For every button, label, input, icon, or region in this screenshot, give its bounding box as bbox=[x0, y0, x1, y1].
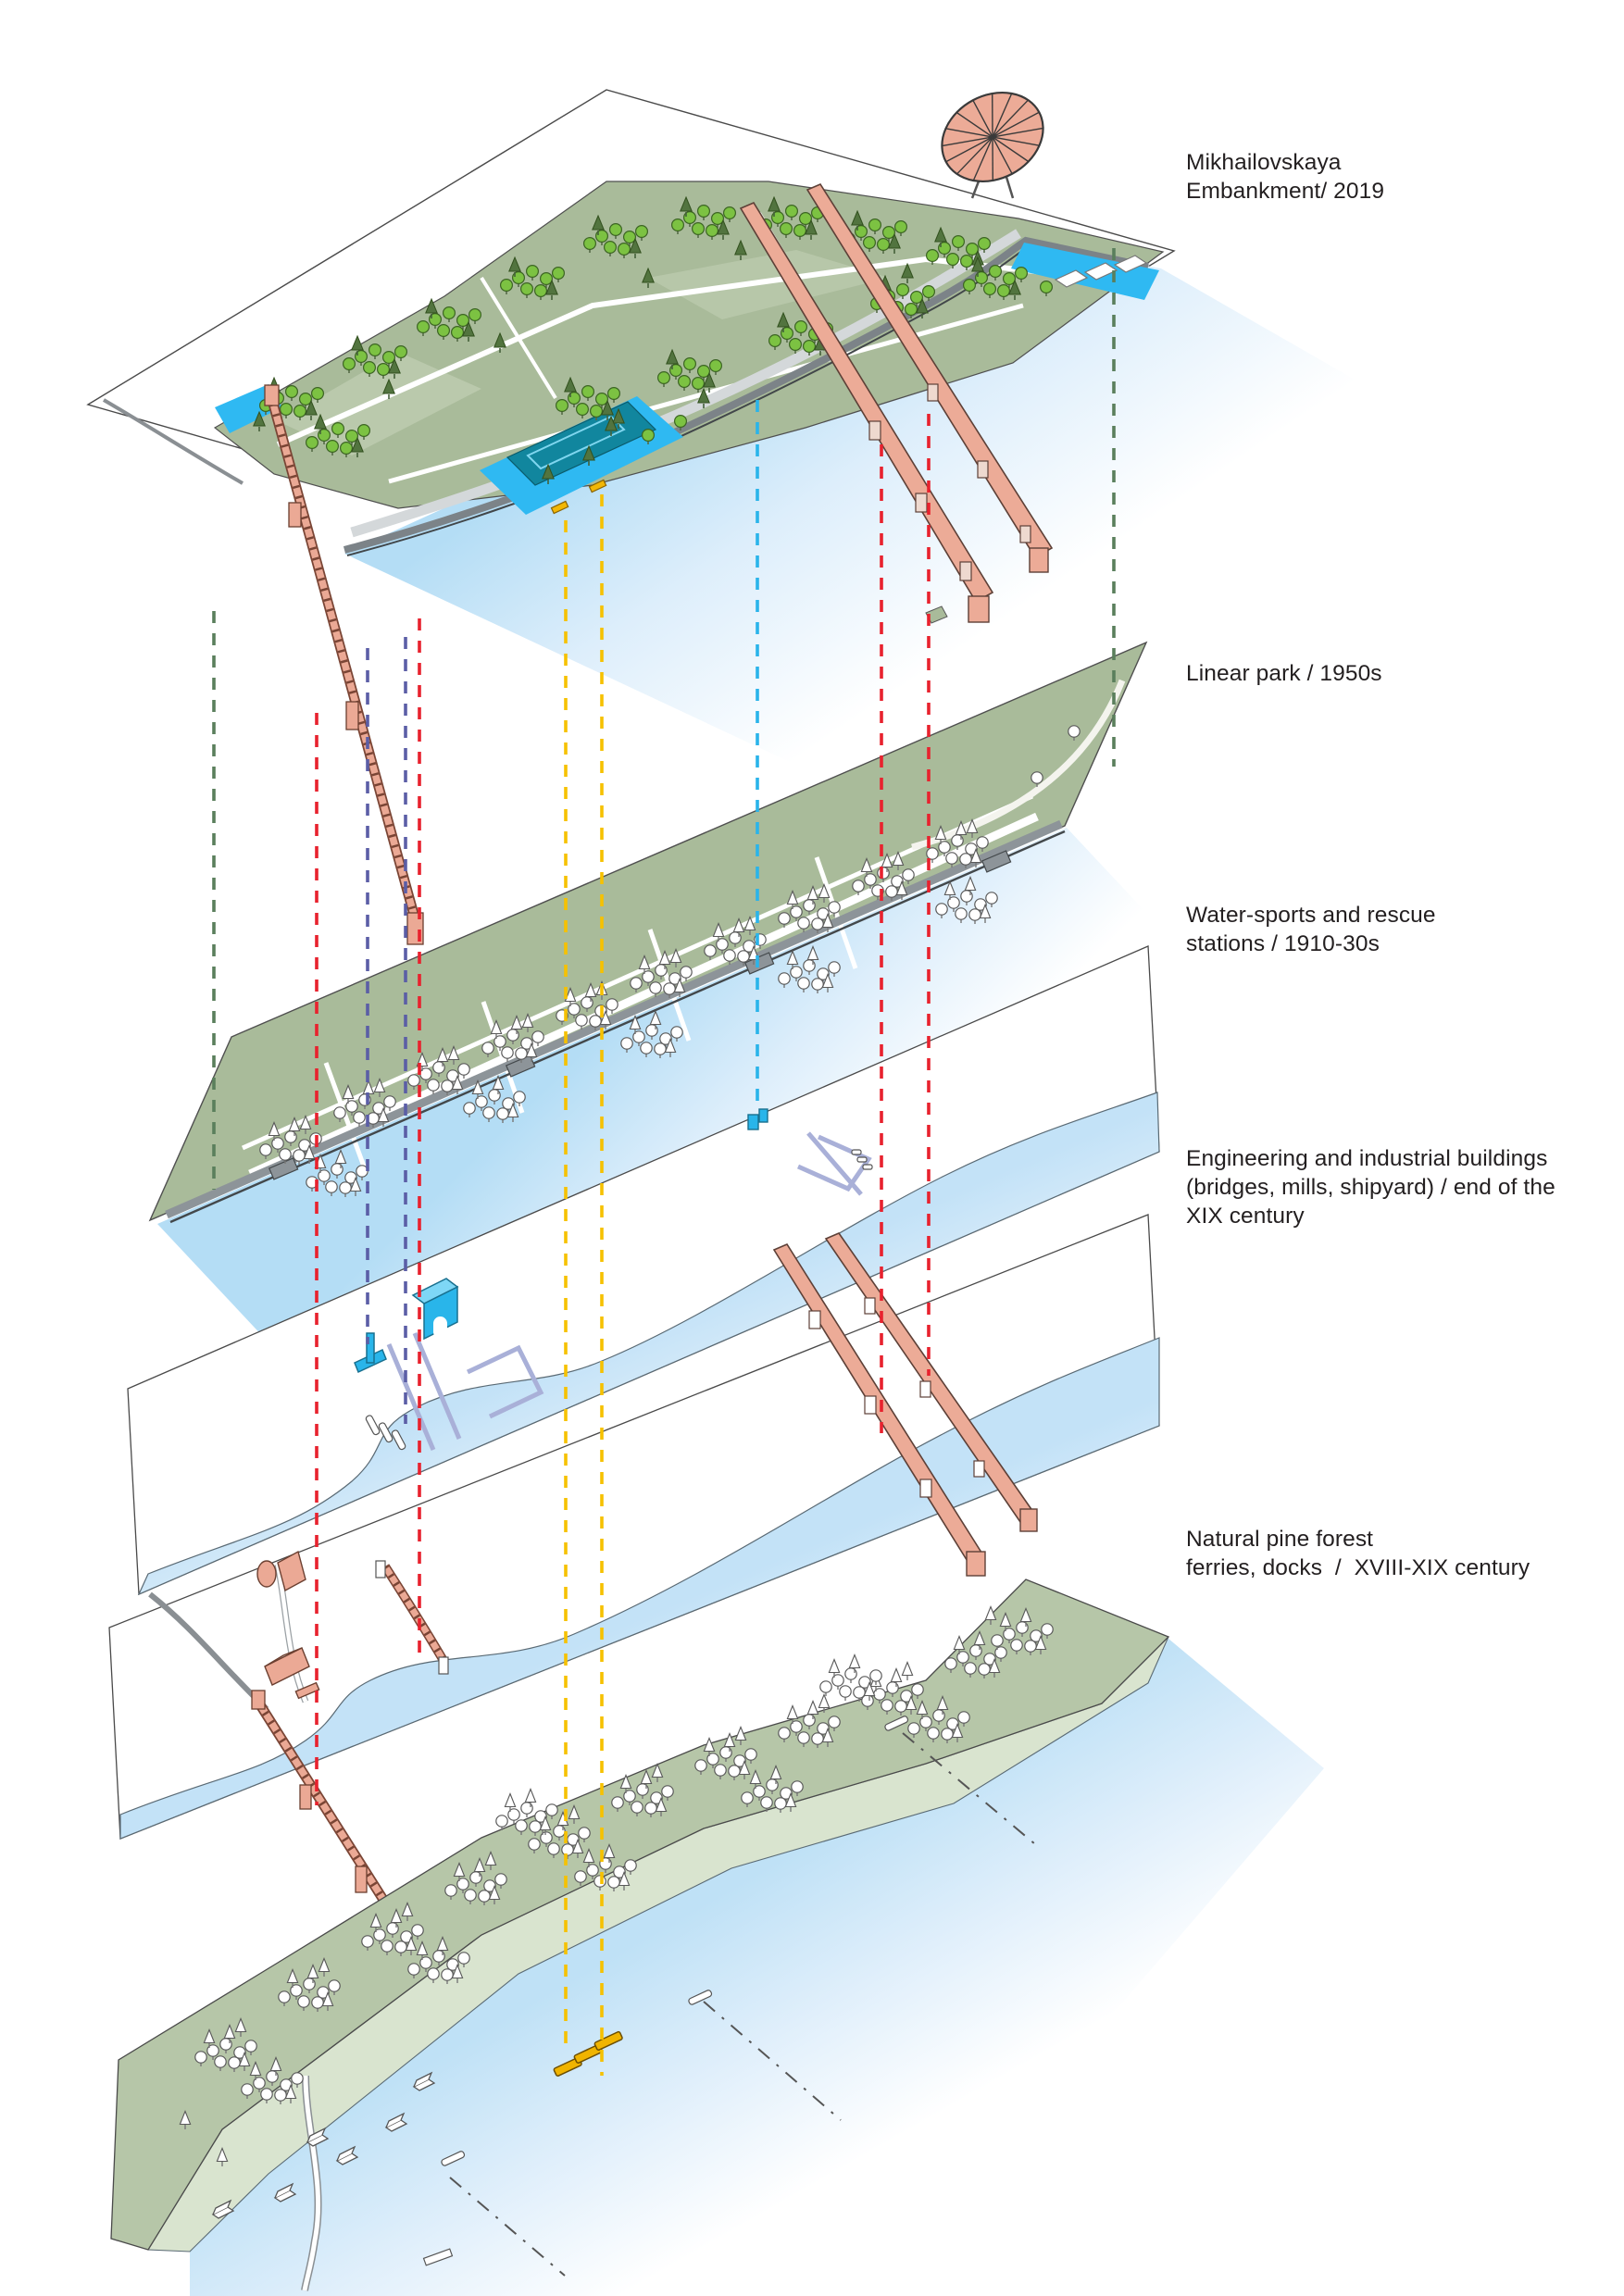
pier-right bbox=[796, 1131, 872, 1196]
label-line: ferries, docks / XVIII-XIX century bbox=[1186, 1555, 1530, 1580]
river bbox=[137, 1092, 1160, 1596]
label-industrial-xix: Engineering and industrial buildings (br… bbox=[1186, 1144, 1555, 1230]
label-line: Natural pine forest bbox=[1186, 1527, 1374, 1552]
ferry-routes bbox=[449, 1732, 1036, 2277]
service-road bbox=[102, 398, 244, 485]
swimming-pool bbox=[480, 396, 683, 515]
label-linear-park-1950s: Linear park / 1950s bbox=[1186, 659, 1382, 688]
layer-pine-forest-xviii-xix bbox=[110, 1578, 1324, 2296]
label-pine-forest-xviii-xix: Natural pine forest ferries, docks / XVI… bbox=[1186, 1525, 1530, 1582]
forest-plane bbox=[110, 1578, 1170, 2251]
paving bbox=[1054, 255, 1148, 288]
rescue-station-tower bbox=[354, 1332, 387, 1374]
shore-water-right bbox=[1011, 243, 1159, 300]
arched-truss-bridge bbox=[375, 1560, 449, 1675]
park-strip bbox=[213, 181, 1165, 509]
ferry-docks-yellow bbox=[553, 2030, 623, 2077]
layer-industrial-xix bbox=[108, 1214, 1160, 1967]
label-line: (bridges, mills, shipyard) / end of the bbox=[1186, 1175, 1555, 1200]
road-bridge-1 bbox=[739, 201, 994, 623]
water bbox=[190, 1639, 1324, 2296]
connector-lines bbox=[212, 248, 1116, 2076]
label-line: stations / 1910-30s bbox=[1186, 931, 1380, 956]
label-line: Embankment/ 2019 bbox=[1186, 179, 1385, 204]
label-line: XIX century bbox=[1186, 1204, 1305, 1229]
layer-embankment-2019 bbox=[86, 89, 1500, 945]
ferris-wheel bbox=[941, 91, 1044, 199]
label-water-sports-1910-30s: Water-sports and rescue stations / 1910-… bbox=[1186, 901, 1436, 958]
label-line: Mikhailovskaya bbox=[1186, 150, 1342, 175]
boats bbox=[422, 1716, 909, 2266]
boat-station-small bbox=[747, 1108, 768, 1130]
promenade bbox=[165, 819, 1063, 1219]
mill-buildings bbox=[256, 1550, 320, 1700]
layer-water-sports-1910-30s bbox=[127, 945, 1160, 1596]
wall-blocks bbox=[268, 850, 1012, 1180]
label-line: Linear park / 1950s bbox=[1186, 661, 1382, 686]
plaza-curve bbox=[911, 679, 1126, 851]
rail-bridge-1 bbox=[772, 1242, 986, 1577]
label-embankment-2019: Mikhailovskaya Embankment/ 2019 bbox=[1186, 148, 1384, 206]
label-line: Engineering and industrial buildings bbox=[1186, 1146, 1548, 1171]
label-line: Water-sports and rescue bbox=[1186, 903, 1436, 928]
piers-left bbox=[386, 1332, 544, 1451]
rail-bridge-2 bbox=[824, 1232, 1038, 1532]
road-bridge-2 bbox=[806, 182, 1054, 573]
truss-footbridge bbox=[264, 384, 424, 945]
rowing-boats bbox=[365, 1149, 873, 1451]
boathouse-arch bbox=[411, 1278, 459, 1341]
